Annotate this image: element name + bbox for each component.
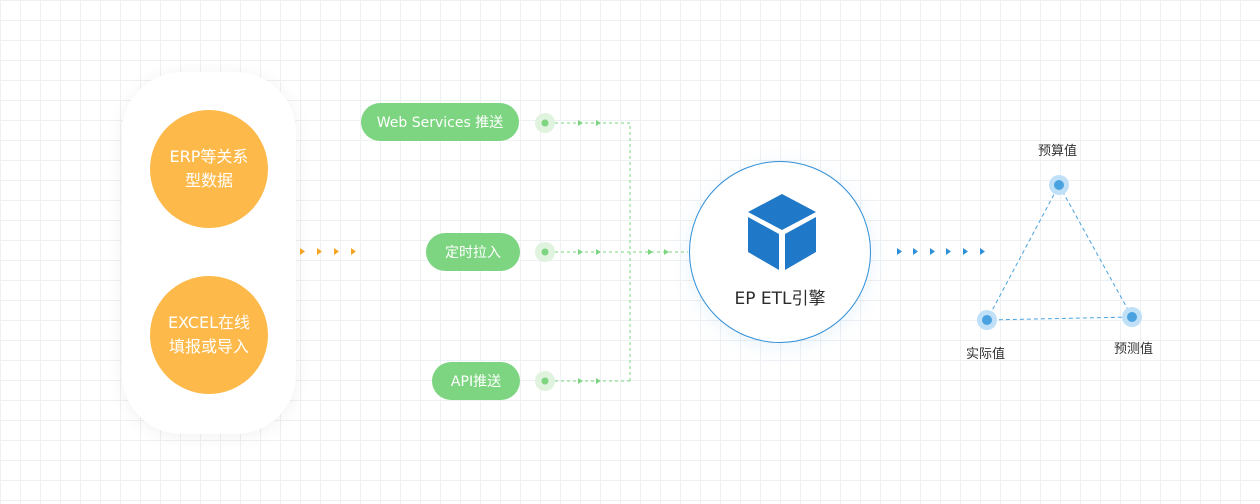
cube-icon xyxy=(748,194,816,270)
erp-source-label-line2: 型数据 xyxy=(184,171,233,190)
connector-dot xyxy=(541,248,549,256)
arrow-marker xyxy=(946,248,951,255)
output-triangle xyxy=(977,175,1142,330)
arrow-marker xyxy=(963,248,968,255)
arrow-marker xyxy=(980,248,985,255)
arrow-marker xyxy=(300,248,305,255)
arrow-marker xyxy=(648,249,653,255)
api-push-pill: API推送 xyxy=(432,362,520,400)
arrow-marker xyxy=(578,249,583,255)
arrow-marker xyxy=(578,120,583,126)
arrow-marker xyxy=(930,248,935,255)
arrow-marker xyxy=(351,248,356,255)
actual-label: 实际值 xyxy=(966,347,1006,362)
arrow-marker xyxy=(596,120,601,126)
scheduled-pull-pill: 定时拉入 xyxy=(426,233,520,271)
excel-source-label-line1: EXCEL在线 xyxy=(167,313,251,332)
forecast-node-core xyxy=(1127,312,1137,322)
connector-dot xyxy=(541,377,549,385)
arrow-marker xyxy=(664,249,669,255)
budget-label: 预算值 xyxy=(1038,144,1078,159)
actual-node-core xyxy=(982,315,992,325)
method-connectors xyxy=(535,113,688,391)
budget-node-core xyxy=(1054,180,1064,190)
triangle-edges xyxy=(986,183,1133,321)
arrow-marker xyxy=(596,249,601,255)
arrow-marker xyxy=(596,378,601,384)
erp-source-node: ERP等关系 型数据 xyxy=(150,110,268,228)
arrow-marker xyxy=(578,378,583,384)
web-services-push-pill: Web Services 推送 xyxy=(361,103,519,141)
arrow-marker xyxy=(913,248,918,255)
excel-source-label-line2: 填报或导入 xyxy=(168,337,249,356)
forecast-label: 预测值 xyxy=(1114,342,1154,357)
etl-engine-label: EP ETL引擎 xyxy=(734,289,826,309)
arrow-marker xyxy=(897,248,902,255)
arrow-marker xyxy=(317,248,322,255)
erp-source-label-line1: ERP等关系 xyxy=(169,147,249,166)
connector-dot xyxy=(541,119,549,127)
etl-engine-node: EP ETL引擎 xyxy=(689,161,871,343)
arrow-marker xyxy=(334,248,339,255)
excel-source-node: EXCEL在线 填报或导入 xyxy=(150,276,268,394)
engine-arrows xyxy=(897,248,985,255)
